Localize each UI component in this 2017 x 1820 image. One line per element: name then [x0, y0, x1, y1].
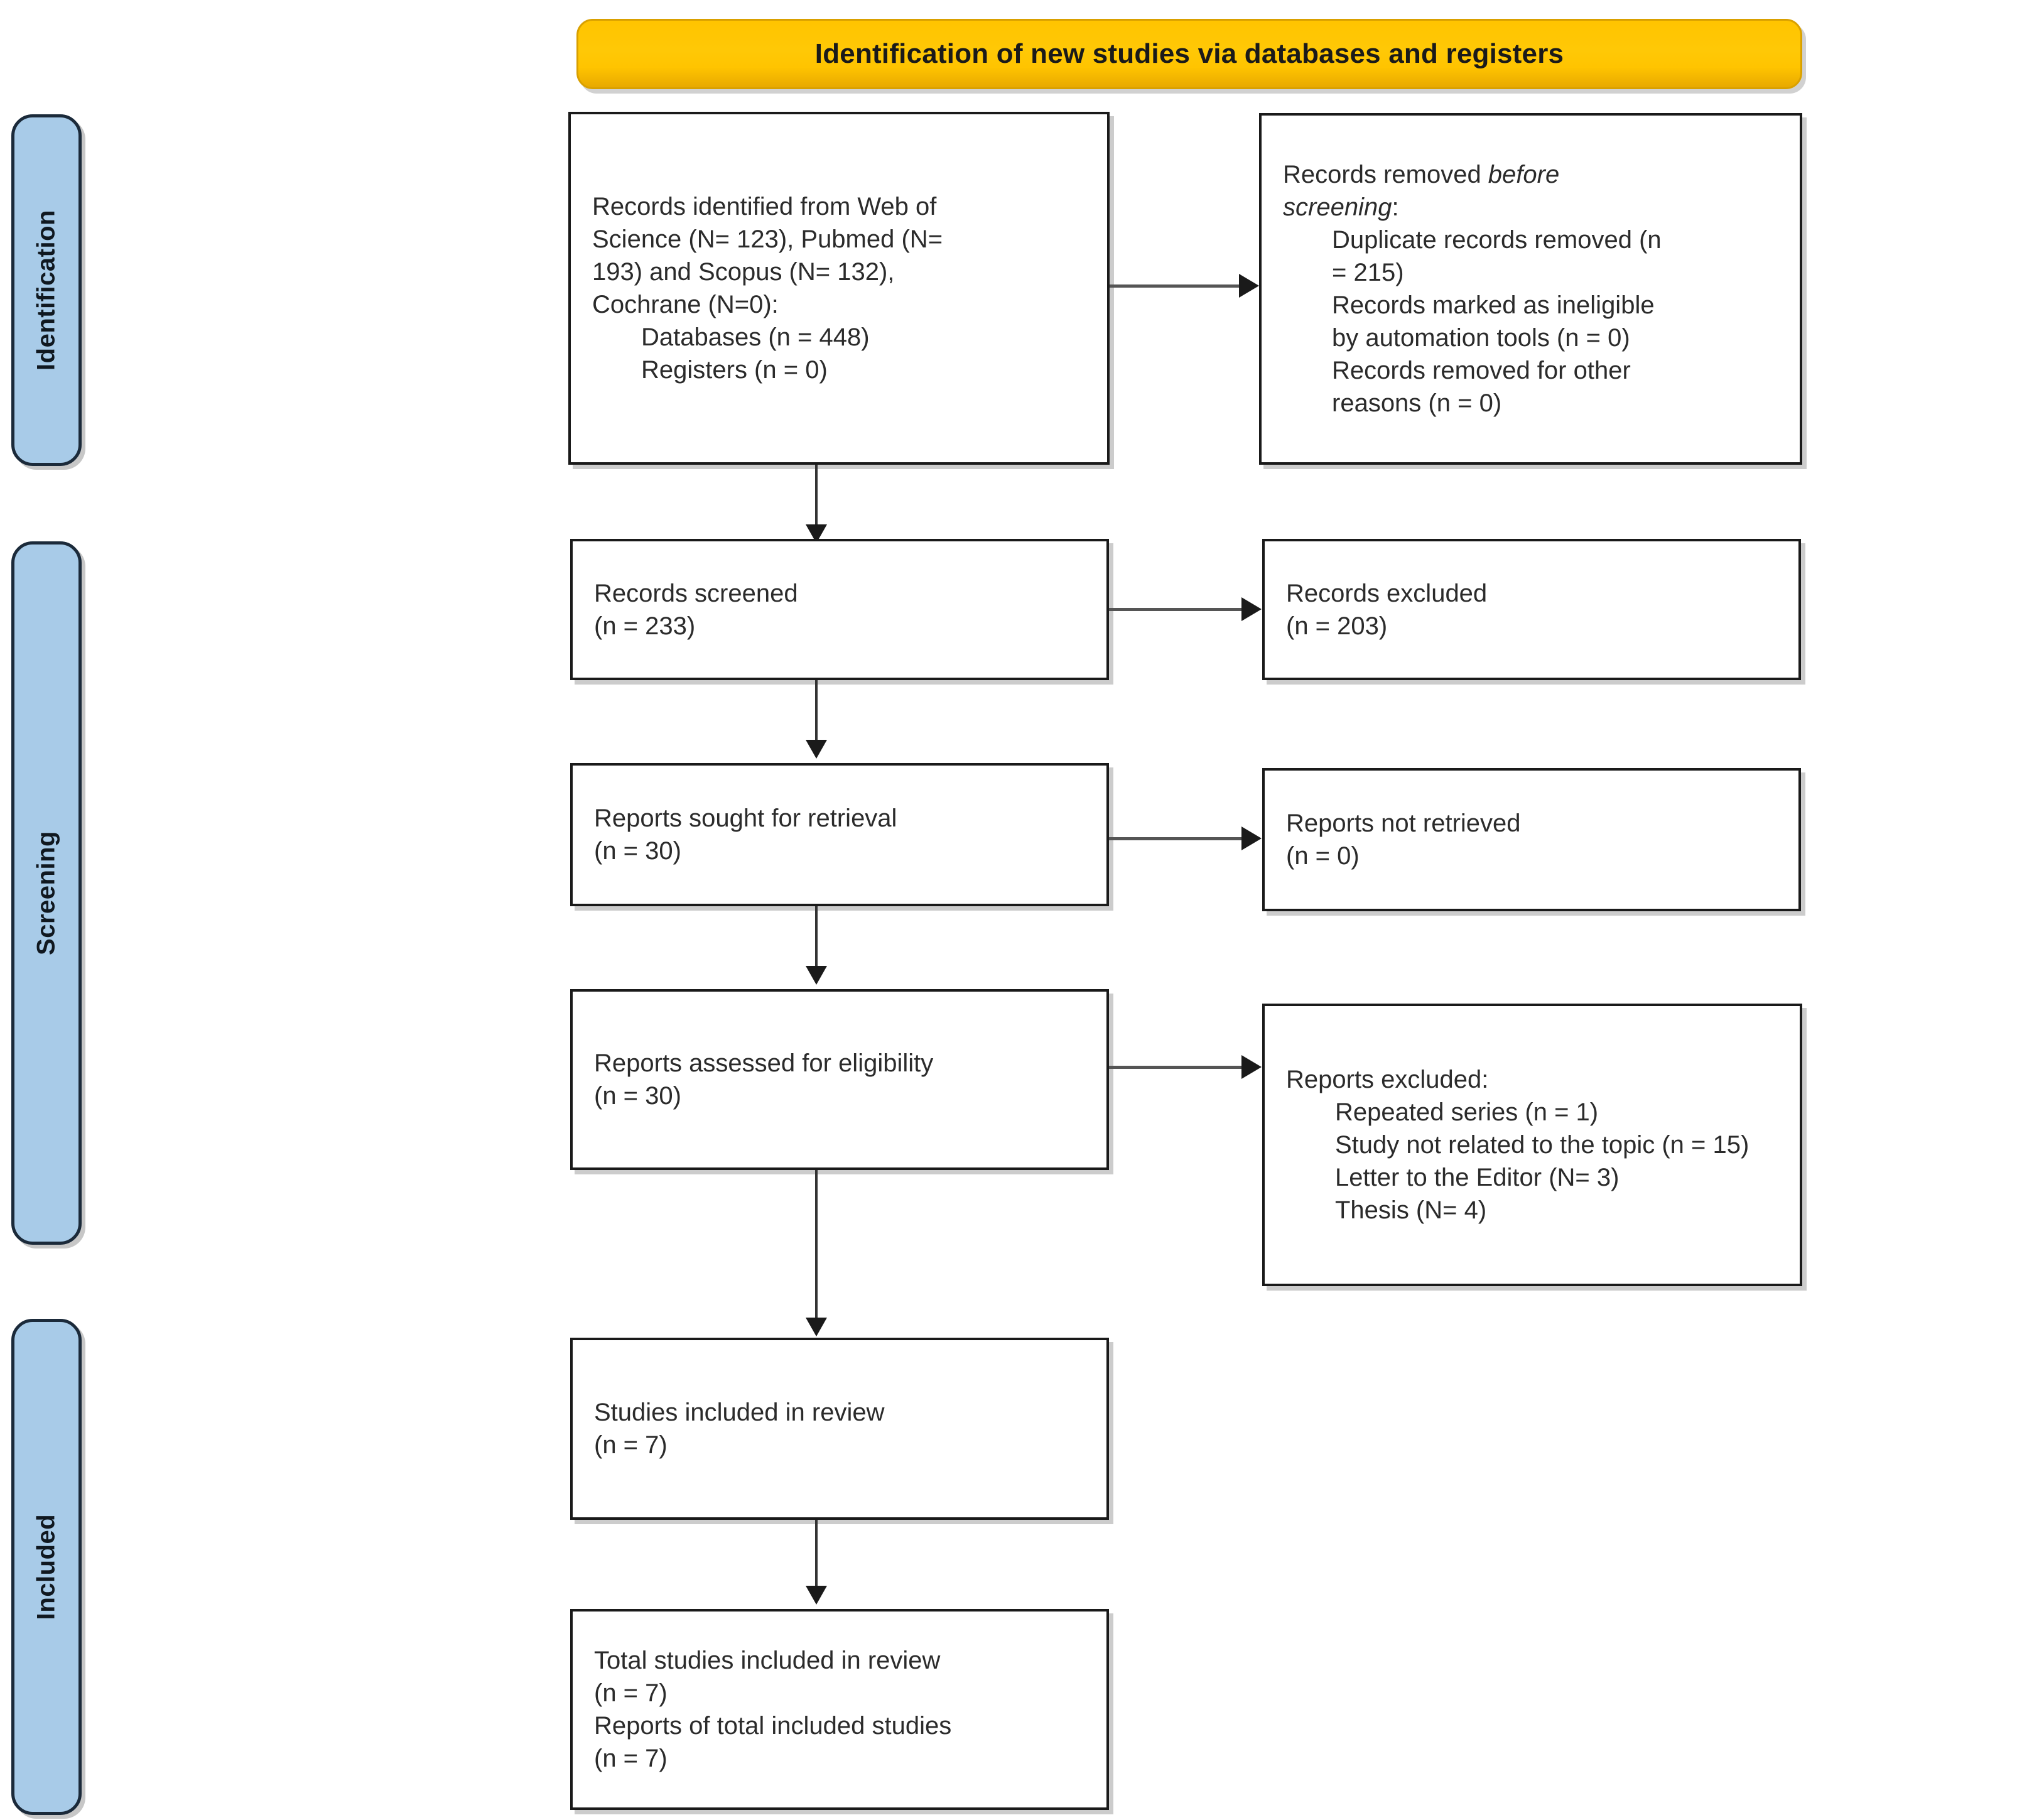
- arrowhead-included-to-total: [806, 1586, 827, 1605]
- reports-sought-line-2: (n = 30): [594, 837, 681, 865]
- box-total-included: Total studies included in review (n = 7)…: [570, 1609, 1109, 1810]
- records-removed-line-3: Duplicate records removed (n: [1332, 226, 1662, 254]
- records-removed-line-6: by automation tools (n = 0): [1332, 324, 1630, 352]
- reports-not-retrieved-line-2: (n = 0): [1286, 842, 1360, 870]
- reports-excluded-line-2: Repeated series (n = 1): [1335, 1098, 1599, 1126]
- records-identified-line-4: Cochrane (N=0):: [592, 291, 779, 318]
- records-identified-line-1: Records identified from Web of: [592, 193, 937, 220]
- box-records-removed: Records removed before screening: Duplic…: [1259, 113, 1802, 465]
- records-excluded-line-1: Records excluded: [1286, 579, 1488, 607]
- records-removed-line-1-plain: Records removed: [1283, 161, 1488, 188]
- stage-label-identification: Identification: [32, 210, 60, 371]
- reports-excluded-line-4: Letter to the Editor (N= 3): [1335, 1164, 1620, 1191]
- records-removed-line-2-plain: :: [1392, 193, 1399, 221]
- banner-identification-header: Identification of new studies via databa…: [576, 19, 1802, 89]
- box-records-screened: Records screened (n = 233): [570, 539, 1109, 680]
- studies-included-line-2: (n = 7): [594, 1431, 668, 1459]
- reports-excluded-line-1: Reports excluded:: [1286, 1066, 1489, 1093]
- records-screened-line-1: Records screened: [594, 579, 798, 607]
- box-reports-assessed: Reports assessed for eligibility (n = 30…: [570, 989, 1109, 1170]
- connector-sought-to-not-retrieved: [1109, 837, 1244, 840]
- connector-identified-to-screened: [815, 465, 818, 528]
- box-reports-not-retrieved: Reports not retrieved (n = 0): [1262, 768, 1801, 911]
- box-records-excluded: Records excluded (n = 203): [1262, 539, 1801, 680]
- arrowhead-identified-to-removed: [1239, 274, 1259, 298]
- total-included-line-1: Total studies included in review: [594, 1647, 941, 1674]
- records-removed-line-1: Records removed before: [1283, 158, 1778, 191]
- connector-sought-to-assessed: [815, 906, 818, 969]
- total-included-line-4: (n = 7): [594, 1745, 668, 1772]
- reports-sought-line-1: Reports sought for retrieval: [594, 804, 897, 832]
- connector-screened-to-sought: [815, 680, 818, 743]
- stage-label-included: Included: [32, 1514, 60, 1620]
- total-included-line-2: (n = 7): [594, 1679, 668, 1707]
- connector-assessed-to-included: [815, 1170, 818, 1321]
- arrowhead-screened-to-sought: [806, 740, 827, 759]
- reports-excluded-line-5: Thesis (N= 4): [1335, 1196, 1487, 1224]
- connector-assessed-to-reports-excluded: [1109, 1066, 1244, 1069]
- total-included-line-3: Reports of total included studies: [594, 1712, 952, 1740]
- arrowhead-assessed-to-reports-excluded: [1241, 1055, 1262, 1079]
- reports-assessed-line-1: Reports assessed for eligibility: [594, 1049, 934, 1077]
- arrowhead-assessed-to-included: [806, 1318, 827, 1336]
- records-screened-line-2: (n = 233): [594, 612, 696, 640]
- reports-not-retrieved-line-1: Reports not retrieved: [1286, 810, 1521, 837]
- connector-screened-to-excluded: [1109, 608, 1244, 611]
- reports-excluded-line-3: Study not related to the topic (n = 15): [1335, 1131, 1749, 1159]
- records-removed-line-1-italic: before: [1488, 161, 1560, 188]
- arrowhead-screened-to-excluded: [1241, 597, 1262, 621]
- stage-pill-screening: Screening: [11, 541, 82, 1245]
- studies-included-line-1: Studies included in review: [594, 1399, 885, 1426]
- records-removed-line-7: Records removed for other: [1332, 357, 1631, 384]
- records-identified-line-5: Databases (n = 448): [641, 323, 870, 351]
- connector-included-to-total: [815, 1520, 818, 1589]
- records-identified-line-3: 193) and Scopus (N= 132),: [592, 258, 895, 286]
- box-reports-excluded: Reports excluded: Repeated series (n = 1…: [1262, 1004, 1802, 1286]
- stage-label-screening: Screening: [32, 831, 60, 955]
- stage-pill-identification: Identification: [11, 114, 82, 466]
- reports-assessed-line-2: (n = 30): [594, 1082, 681, 1110]
- banner-title: Identification of new studies via databa…: [814, 38, 1564, 69]
- arrowhead-sought-to-not-retrieved: [1241, 826, 1262, 850]
- box-reports-sought: Reports sought for retrieval (n = 30): [570, 763, 1109, 906]
- records-identified-line-6: Registers (n = 0): [641, 356, 828, 384]
- records-removed-line-5: Records marked as ineligible: [1332, 291, 1655, 319]
- connector-identified-to-removed: [1110, 284, 1241, 288]
- records-excluded-line-2: (n = 203): [1286, 612, 1388, 640]
- records-removed-line-8: reasons (n = 0): [1332, 389, 1502, 417]
- box-records-identified: Records identified from Web of Science (…: [568, 112, 1110, 465]
- records-identified-line-2: Science (N= 123), Pubmed (N=: [592, 225, 943, 253]
- box-studies-included: Studies included in review (n = 7): [570, 1338, 1109, 1520]
- arrowhead-sought-to-assessed: [806, 966, 827, 985]
- records-removed-line-2: screening:: [1283, 191, 1778, 224]
- records-removed-line-4: = 215): [1332, 259, 1404, 286]
- stage-pill-included: Included: [11, 1319, 82, 1815]
- records-removed-line-2-italic: screening: [1283, 193, 1392, 221]
